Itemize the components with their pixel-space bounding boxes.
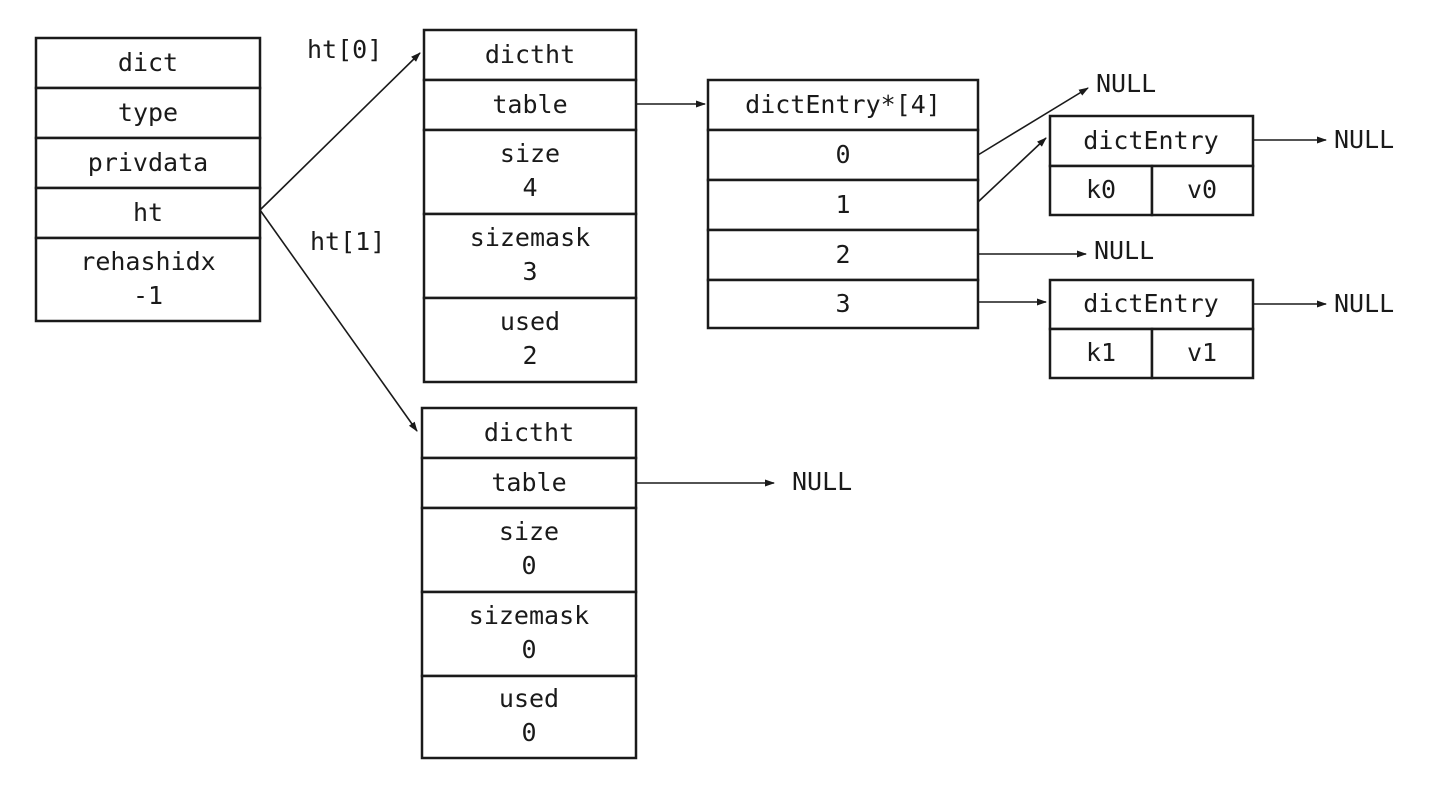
ht1-label: ht[1]: [310, 227, 385, 256]
ht1-sizemask-field: sizemask: [469, 601, 589, 630]
entry1-value: v1: [1187, 338, 1217, 367]
null-label-ht1-table: NULL: [792, 467, 852, 496]
ht0-dictht: dictht table size 4 sizemask 3 used 2: [422, 28, 638, 384]
ht1-sizemask-value: 0: [521, 635, 536, 664]
ht0-used-cell: [422, 296, 638, 384]
entry0-key: k0: [1086, 175, 1116, 204]
dict-entry-0: dictEntry k0 v0: [1048, 114, 1255, 217]
ht0-size-cell: [422, 128, 638, 216]
entry0-title: dictEntry: [1083, 126, 1218, 155]
arrow-bucket0-to-null: [977, 87, 1089, 156]
ht0-table-field: table: [492, 90, 567, 119]
ht1-table-field: table: [491, 468, 566, 497]
dict-struct: dict type privdata ht rehashidx -1: [34, 36, 262, 323]
arrow-ht-to-ht1: [259, 209, 418, 432]
entry1-title: dictEntry: [1083, 289, 1218, 318]
ht0-sizemask-field: sizemask: [470, 223, 590, 252]
dict-type-cell: [34, 86, 262, 140]
ht1-title-cell: [420, 406, 638, 460]
entry0-value: v0: [1187, 175, 1217, 204]
dict-rehashidx-cell: [34, 236, 262, 323]
null-label-bucket2: NULL: [1094, 236, 1154, 265]
ht1-dictht: dictht table size 0 sizemask 0 used 0: [420, 406, 638, 760]
ht0-size-value: 4: [522, 173, 537, 202]
dict-header: dict: [118, 48, 178, 77]
null-label-entry0: NULL: [1334, 125, 1394, 154]
dict-type-field: type: [118, 98, 178, 127]
bucket-3-cell: [706, 278, 980, 330]
ht0-label: ht[0]: [307, 35, 382, 64]
entry0-key-cell: [1048, 164, 1154, 217]
ht1-used-field: used: [499, 684, 559, 713]
ht1-size-field: size: [499, 517, 559, 546]
ht0-used-value: 2: [522, 341, 537, 370]
dict-header-cell: [34, 36, 262, 90]
ht0-sizemask-value: 3: [522, 257, 537, 286]
bucket-index-0: 0: [835, 140, 850, 169]
bucket-index-1: 1: [835, 190, 850, 219]
dict-entry-1: dictEntry k1 v1: [1048, 278, 1255, 380]
ht1-table-cell: [420, 456, 638, 510]
ht0-title: dictht: [485, 40, 575, 69]
ht1-sizemask-cell: [420, 590, 638, 678]
arrow-bucket1-to-entry0: [977, 137, 1047, 203]
bucket-0-cell: [706, 128, 980, 182]
ht1-size-value: 0: [521, 551, 536, 580]
entry1-value-cell: [1150, 327, 1255, 380]
entry1-key-cell: [1048, 327, 1154, 380]
bucket-2-cell: [706, 228, 980, 282]
bucket-array-title-cell: [706, 78, 980, 132]
null-label-entry1: NULL: [1334, 289, 1394, 318]
bucket-index-2: 2: [835, 240, 850, 269]
dict-rehashidx-value: -1: [133, 281, 163, 310]
bucket-1-cell: [706, 178, 980, 232]
entry1-key: k1: [1086, 338, 1116, 367]
ht1-used-cell: [420, 674, 638, 760]
ht1-title: dictht: [484, 418, 574, 447]
bucket-index-3: 3: [835, 289, 850, 318]
dict-ht-cell: [34, 186, 262, 240]
ht1-used-value: 0: [521, 718, 536, 747]
entry0-value-cell: [1150, 164, 1255, 217]
arrow-ht-to-ht0: [259, 52, 421, 211]
bucket-array-title: dictEntry*[4]: [745, 90, 941, 119]
dict-ht-field: ht: [133, 198, 163, 227]
ht0-title-cell: [422, 28, 638, 82]
dict-privdata-field: privdata: [88, 148, 208, 177]
ht0-size-field: size: [500, 139, 560, 168]
null-label-bucket0: NULL: [1096, 69, 1156, 98]
ht0-used-field: used: [500, 307, 560, 336]
dict-rehashidx-field: rehashidx: [80, 247, 215, 276]
bucket-array: dictEntry*[4] 0 1 2 3: [706, 78, 980, 330]
entry0-title-cell: [1048, 114, 1255, 168]
